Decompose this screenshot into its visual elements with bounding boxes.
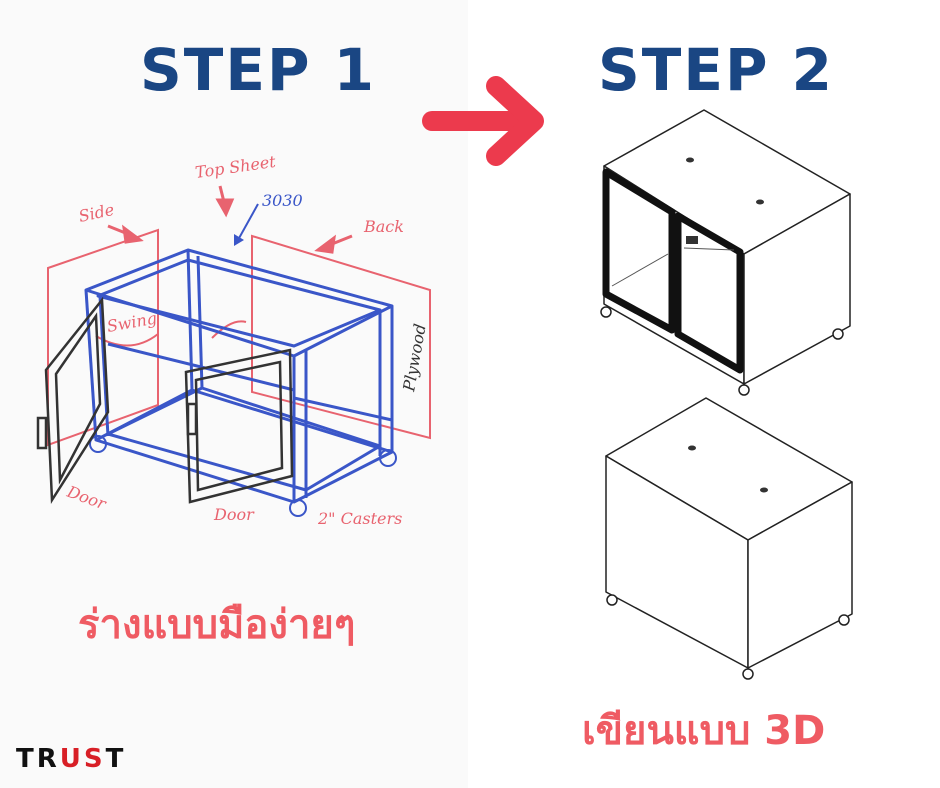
top-sheet-arrow-icon: [215, 185, 235, 218]
trust-logo: TRUST: [16, 744, 127, 774]
label-door-right: Door: [213, 505, 255, 524]
label-top-sheet: Top Sheet: [194, 152, 277, 182]
aluminium-frame-sketch: [84, 248, 394, 504]
back-panel-sketch: [251, 234, 431, 440]
sketch-paper: [0, 0, 468, 788]
cabinet-3d-with-doors: [600, 109, 851, 396]
side-panel-sketch: [47, 228, 159, 447]
label-plywood: Plywood: [399, 322, 430, 393]
cabinet-3d-closed: [605, 397, 853, 680]
door-sketch-left: [36, 296, 110, 505]
step2-title: STEP 2: [598, 36, 835, 104]
label-3030: 3030: [262, 191, 303, 210]
arrow-right-icon: [422, 76, 544, 166]
hand-sketch: Top Sheet 3030 Side Back Swing Plywood D…: [36, 152, 431, 528]
side-arrow-icon: [107, 224, 144, 244]
label-swing: Swing: [105, 308, 158, 335]
caster-sketch-icon: [89, 435, 397, 517]
label-door-left: Door: [64, 482, 110, 514]
label-casters: 2" Casters: [317, 509, 402, 528]
door-sketch-right: [184, 348, 294, 504]
step1-title: STEP 1: [140, 36, 377, 104]
label-back: Back: [363, 217, 404, 236]
step1-caption: ร่างแบบมือง่ายๆ: [78, 602, 356, 648]
label-side: Side: [77, 200, 116, 226]
step2-caption: เขียนแบบ 3D: [582, 708, 826, 754]
back-arrow-icon: [314, 234, 353, 254]
